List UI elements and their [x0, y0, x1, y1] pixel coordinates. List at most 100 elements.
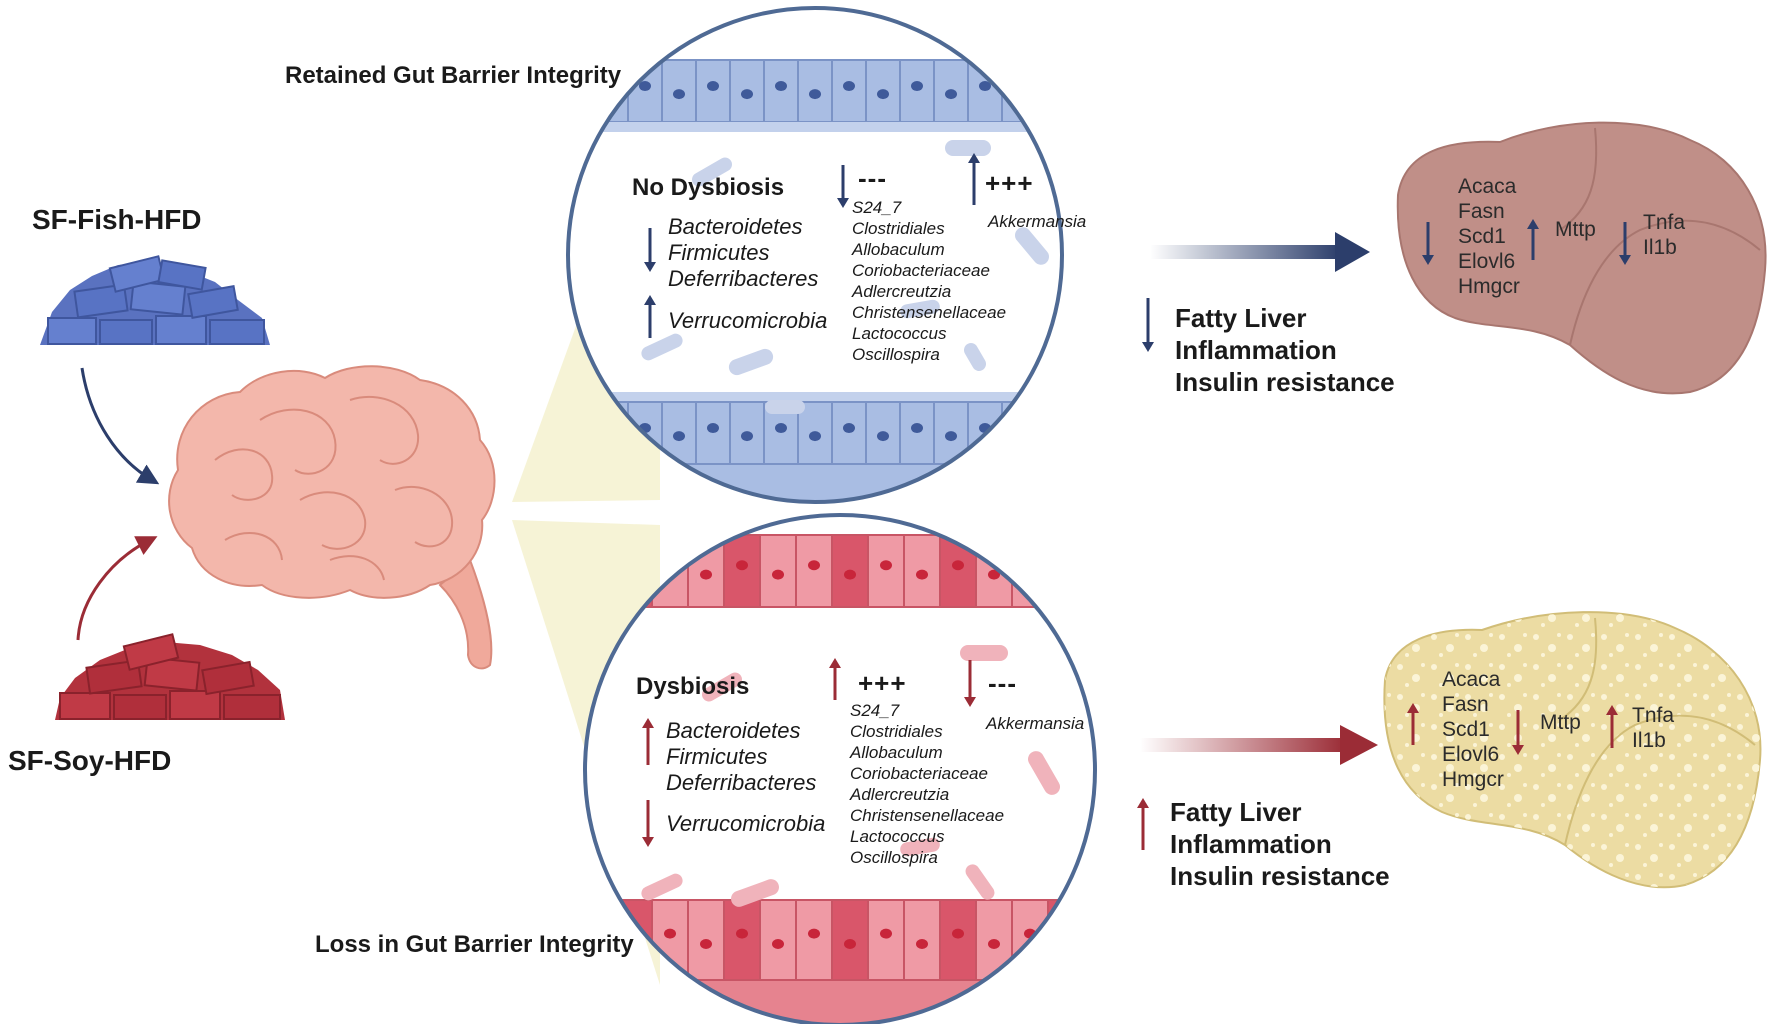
bottom-upper-epithelium-cell: [1011, 534, 1049, 608]
top-barrier-title: Retained Gut Barrier Integrity: [285, 62, 622, 89]
bottom-dysbiosis-label: Dysbiosis: [636, 673, 750, 700]
top-upper-epithelium-cell: [797, 59, 833, 123]
top-upper-epithelium-nucleus: [843, 81, 855, 92]
top-dysbiosis-label: No Dysbiosis: [632, 174, 785, 201]
bottom-gene-2: Fasn: [1442, 693, 1489, 716]
top-upper-epithelium-nucleus: [1013, 89, 1025, 100]
top-outcome-3: Insulin resistance: [1175, 367, 1395, 397]
healthy-liver-icon: [1396, 121, 1767, 395]
top-lower-epithelium-nucleus: [1013, 431, 1025, 442]
top-taxon-8: Oscillospira: [852, 345, 940, 364]
bottom-lower-epithelium-nucleus: [1060, 939, 1072, 949]
top-lower-epithelium-nucleus: [843, 423, 855, 434]
bottom-taxon-2: Clostridiales: [850, 722, 943, 741]
bottom-gene-1: Acaca: [1442, 668, 1501, 691]
top-lower-epithelium-cell: [1070, 402, 1104, 464]
arrows-bottom: [642, 658, 1149, 850]
top-gene-tnfa: Tnfa: [1643, 211, 1686, 234]
soy-diet-pellets-icon: [55, 633, 285, 720]
fish-diet-label: SF-Fish-HFD: [32, 204, 202, 235]
bottom-upper-epithelium-cell: [795, 534, 833, 608]
top-outcome-1: Fatty Liver: [1175, 303, 1307, 333]
bottom-gene-3: Scd1: [1442, 718, 1490, 741]
bottom-upper-epithelium-nucleus: [736, 560, 748, 571]
top-lower-epithelium-nucleus: [707, 423, 719, 434]
top-upper-epithelium-nucleus: [877, 89, 889, 100]
top-gene-5: Hmgcr: [1458, 275, 1520, 298]
bottom-gene-tnfa: Tnfa: [1632, 704, 1675, 727]
bottom-lower-epithelium-nucleus: [700, 939, 712, 949]
top-taxon-7: Lactococcus: [852, 324, 947, 343]
bottom-lower-epithelium-cell: [939, 899, 977, 981]
bottom-gene-mttp: Mttp: [1540, 711, 1581, 734]
top-lower-epithelium-nucleus: [673, 431, 685, 442]
top-taxon-1: S24_7: [852, 198, 902, 217]
fish-to-intestine-arrow: [80, 367, 160, 485]
top-upper-epithelium-nucleus: [1081, 89, 1093, 99]
top-taxon-4: Coriobacteriaceae: [852, 261, 990, 280]
bottom-upper-epithelium-cell: [1083, 534, 1095, 608]
fish-diet-pellets-icon: [40, 255, 270, 345]
top-upper-epithelium-cell: [1070, 60, 1104, 122]
top-upper-epithelium-nucleus: [809, 89, 821, 100]
top-upper-epithelium-nucleus: [1047, 81, 1059, 92]
top-upper-epithelium-cell: [1035, 59, 1062, 123]
bottom-taxa-sign: +++: [858, 668, 907, 698]
bottom-upper-epithelium-nucleus: [988, 569, 1000, 580]
bottom-taxon-1: S24_7: [850, 701, 900, 720]
top-taxa-sign: ---: [858, 163, 887, 193]
top-phylum-2: Firmicutes: [668, 240, 770, 265]
bottom-upper-epithelium-nucleus: [916, 569, 928, 580]
bottom-lower-epithelium-nucleus: [880, 928, 892, 939]
liver-top-gene-arrows: [1422, 219, 1631, 265]
bottom-phylum-1: Bacteroidetes: [666, 718, 801, 743]
bottom-lower-epithelium-nucleus: [808, 928, 820, 939]
bottom-akk-label: Akkermansia: [986, 714, 1085, 733]
bottom-phylum-4: Verrucomicrobia: [666, 811, 826, 836]
top-upper-epithelium-nucleus: [639, 81, 651, 92]
top-upper-epithelium-nucleus: [945, 89, 957, 100]
top-phylum-1: Bacteroidetes: [668, 214, 803, 239]
bottom-taxon-5: Adlercreutzia: [850, 785, 950, 804]
top-taxon-2: Clostridiales: [852, 219, 945, 238]
bottom-lower-epithelium-nucleus: [1096, 929, 1108, 939]
bottom-gene-4: Elovl6: [1442, 743, 1500, 766]
bottom-lower-epithelium-cell: [687, 899, 725, 981]
bottom-gene-il1b: Il1b: [1632, 729, 1666, 752]
bottom-taxon-4: Coriobacteriaceae: [850, 764, 988, 783]
top-lower-epithelium-nucleus: [775, 423, 787, 434]
bottom-outcome-3: Insulin resistance: [1170, 861, 1390, 891]
bottom-lower-epithelium-nucleus: [988, 939, 1000, 949]
bottom-upper-epithelium-nucleus: [844, 569, 856, 580]
gut-section-top-border: [566, 6, 1064, 504]
gut-section-bottom: [583, 513, 1108, 1024]
bottom-gene-5: Hmgcr: [1442, 768, 1504, 791]
bottom-upper-epithelium-cell: [867, 534, 905, 608]
top-lower-epithelium-nucleus: [1081, 431, 1093, 441]
bottom-upper-epithelium-nucleus: [1096, 560, 1108, 570]
bottom-upper-epithelium-nucleus: [1024, 560, 1036, 571]
bottom-lower-epithelium-nucleus: [916, 939, 928, 949]
intestine-icon: [168, 365, 496, 670]
top-upper-epithelium-nucleus: [741, 89, 753, 100]
top-akk-sign: +++: [985, 168, 1034, 198]
bottom-lower-epithelium-nucleus: [664, 928, 676, 939]
arrows-top: [644, 153, 1154, 352]
top-gene-2: Fasn: [1458, 200, 1505, 223]
bottom-upper-epithelium-nucleus: [1060, 569, 1072, 580]
top-upper-epithelium-nucleus: [605, 89, 617, 100]
bottom-upper-epithelium-nucleus: [700, 569, 712, 580]
top-lower-epithelium-nucleus: [877, 431, 889, 442]
top-lower-epithelium-nucleus: [911, 423, 923, 434]
top-upper-epithelium-nucleus: [911, 81, 923, 92]
bottom-upper-epithelium-nucleus: [772, 569, 784, 580]
bottom-upper-epithelium-nucleus: [880, 560, 892, 571]
top-upper-epithelium-nucleus: [775, 81, 787, 92]
bottom-upper-epithelium-cell: [1047, 534, 1085, 608]
bottom-akk-sign: ---: [988, 668, 1017, 698]
top-taxon-3: Allobaculum: [852, 240, 945, 259]
top-taxon-5: Adlercreutzia: [852, 282, 952, 301]
arrow-to-fatty-liver: [1140, 725, 1378, 765]
top-gene-3: Scd1: [1458, 225, 1506, 248]
